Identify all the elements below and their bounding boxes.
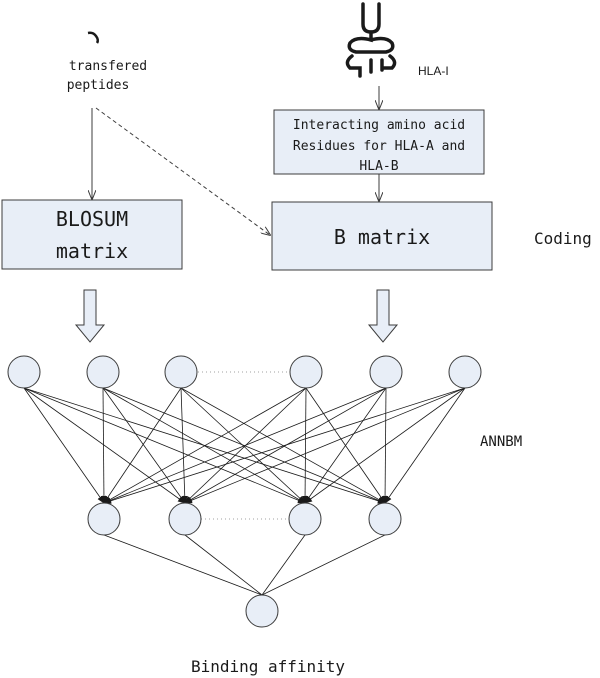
edge-hidden-4-output bbox=[261, 534, 386, 596]
hla-molecule-icon bbox=[345, 2, 397, 78]
edge-input-1-hidden-2 bbox=[23, 387, 186, 504]
edge-input-2-hidden-1 bbox=[100, 387, 107, 504]
network-nodes bbox=[7, 355, 482, 628]
b-matrix-label: B matrix bbox=[334, 225, 430, 249]
edge-hidden-3-output bbox=[261, 534, 306, 596]
peptide-icon bbox=[87, 31, 100, 44]
hla-label: HLA-I bbox=[418, 64, 449, 78]
edge-input-1-hidden-1 bbox=[23, 387, 105, 504]
hidden-node-3 bbox=[288, 502, 322, 536]
edge-input-6-hidden-1 bbox=[103, 387, 466, 504]
input-node-3 bbox=[164, 355, 198, 389]
coding-label: Coding bbox=[534, 229, 592, 248]
edge-input-5-hidden-3 bbox=[304, 387, 387, 504]
edge-hidden-2-output bbox=[184, 534, 263, 596]
blosum-matrix-box bbox=[1, 199, 183, 270]
blosum-line1: BLOSUM bbox=[56, 207, 128, 231]
binding-affinity-label: Binding affinity bbox=[191, 657, 345, 676]
peptide-to-bmatrix-arrow bbox=[95, 107, 270, 235]
edge-hidden-1-output bbox=[103, 534, 263, 596]
output-node bbox=[245, 594, 279, 628]
interacting-residues-box bbox=[273, 109, 485, 175]
edge-input-2-hidden-2 bbox=[102, 387, 186, 504]
edge-input-3-hidden-4 bbox=[180, 387, 386, 504]
interacting-residues-line2: Residues for HLA-A and bbox=[293, 139, 465, 154]
edge-input-1-hidden-3 bbox=[23, 387, 306, 504]
peptide-label-line1: transfered bbox=[69, 59, 147, 74]
hidden-node-1 bbox=[87, 502, 121, 536]
input-node-2 bbox=[86, 355, 120, 389]
blosum-block-arrow bbox=[74, 289, 106, 343]
input-node-1 bbox=[7, 355, 41, 389]
edge-input-6-hidden-3 bbox=[304, 387, 466, 504]
input-node-6 bbox=[448, 355, 482, 389]
edge-input-5-hidden-1 bbox=[103, 387, 387, 504]
edge-input-2-hidden-3 bbox=[102, 387, 306, 504]
annbm-label: ANNBM bbox=[480, 434, 522, 450]
interacting-residues-line3: HLA-B bbox=[359, 159, 398, 174]
edge-input-3-hidden-3 bbox=[180, 387, 306, 504]
input-node-5 bbox=[369, 355, 403, 389]
b-matrix-box bbox=[271, 201, 493, 271]
hidden-node-4 bbox=[368, 502, 402, 536]
blosum-line2: matrix bbox=[56, 239, 128, 263]
edge-input-6-hidden-2 bbox=[184, 387, 466, 504]
peptide-label-line2: peptides bbox=[67, 78, 130, 93]
edge-input-4-hidden-1 bbox=[103, 387, 307, 504]
hidden-node-2 bbox=[168, 502, 202, 536]
interacting-residues-line1: Interacting amino acid bbox=[293, 118, 465, 133]
edge-input-3-hidden-2 bbox=[180, 387, 188, 504]
edge-input-6-hidden-4 bbox=[384, 387, 466, 504]
bmatrix-block-arrow bbox=[367, 289, 399, 343]
network-edges bbox=[23, 387, 466, 596]
input-node-4 bbox=[289, 355, 323, 389]
edge-input-4-hidden-3 bbox=[302, 387, 309, 504]
edge-input-3-hidden-1 bbox=[103, 387, 182, 504]
